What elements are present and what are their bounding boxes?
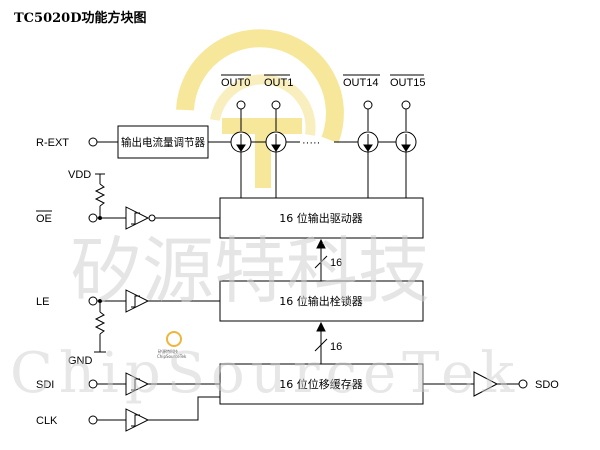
diagram-title: TC5020D功能方块图: [14, 10, 146, 26]
gnd-label: GND: [68, 355, 93, 367]
current-adjust-label: 输出电流量调节器: [121, 135, 205, 149]
bus-width-label-2: 16: [330, 341, 342, 353]
oe-pin-label: OE: [36, 213, 52, 225]
driver-block: [220, 198, 423, 238]
out0-label: OUT0: [221, 77, 250, 89]
watermark-english: ChipSourceTek: [10, 341, 520, 406]
shift-register-label: 16 位位移缓存器: [279, 377, 363, 391]
sdi-buffer: [126, 373, 148, 395]
le-pin-label: LE: [36, 296, 49, 308]
bus-width-label-1: 16: [330, 257, 342, 269]
oe-buffer: [126, 207, 155, 229]
clk-pin-label: CLK: [36, 415, 58, 427]
small-logo: 矽源特科技 ChipSourceTek: [157, 332, 187, 359]
clk-pin: [89, 416, 97, 424]
out14-label: OUT14: [343, 77, 378, 89]
bus-arrows: [315, 240, 327, 364]
current-adjust-block: [118, 126, 208, 158]
driver-label: 16 位输出驱动器: [279, 211, 363, 225]
rext-pin-label: R-EXT: [36, 137, 69, 149]
svg-text:ChipSourceTek: ChipSourceTek: [157, 354, 187, 359]
sdo-buffer: [474, 372, 497, 396]
pulldown-resistor: [96, 312, 104, 334]
le-buffer: [126, 290, 148, 312]
oe-pin: [89, 214, 97, 222]
clk-buffer: [126, 409, 148, 431]
watermark-chinese: 矽源特科技: [70, 229, 430, 313]
rext-pin: [89, 138, 97, 146]
vdd-label: VDD: [68, 169, 91, 181]
svg-text:矽源特科技: 矽源特科技: [158, 348, 178, 354]
ellipsis-dots: ·····: [302, 137, 320, 149]
output-channels: [208, 101, 416, 198]
shift-register-block: [220, 364, 423, 404]
latch-label: 16 位输出栓锁器: [279, 294, 363, 308]
logo-watermark: [185, 38, 335, 188]
output-labels: OUT0 OUT1 OUT14 OUT15: [221, 75, 425, 89]
latch-block: [220, 281, 423, 321]
sdo-pin-label: SDO: [535, 379, 559, 391]
pullup-resistor: [96, 184, 104, 206]
sdo-pin: [519, 380, 527, 388]
out1-label: OUT1: [264, 77, 293, 89]
out15-label: OUT15: [390, 77, 425, 89]
sdi-pin-label: SDI: [36, 379, 54, 391]
